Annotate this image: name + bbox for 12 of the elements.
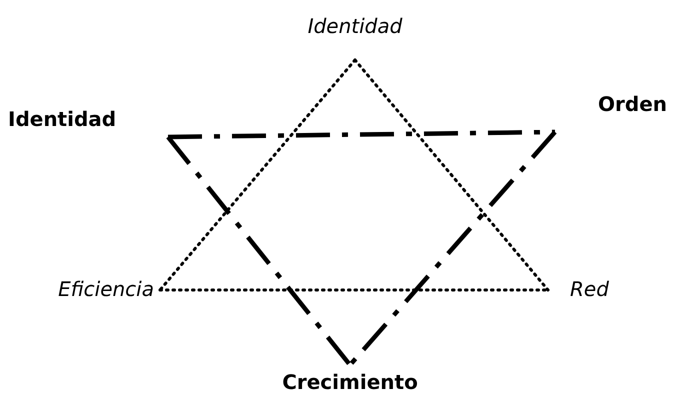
- connector-line: [166, 136, 352, 366]
- vertex-label: Identidad: [306, 14, 404, 38]
- connector-line: [168, 130, 556, 140]
- connector-line: [354, 58, 550, 292]
- vertex-label: Identidad: [8, 107, 118, 131]
- connector-line: [158, 288, 550, 292]
- connector-line: [348, 130, 557, 366]
- vertex-label: Red: [570, 277, 610, 301]
- vertex-label: Eficiencia: [57, 277, 154, 301]
- connector-line: [158, 58, 356, 292]
- vertex-label: Orden: [597, 92, 667, 116]
- vertex-label: Crecimiento: [281, 370, 419, 394]
